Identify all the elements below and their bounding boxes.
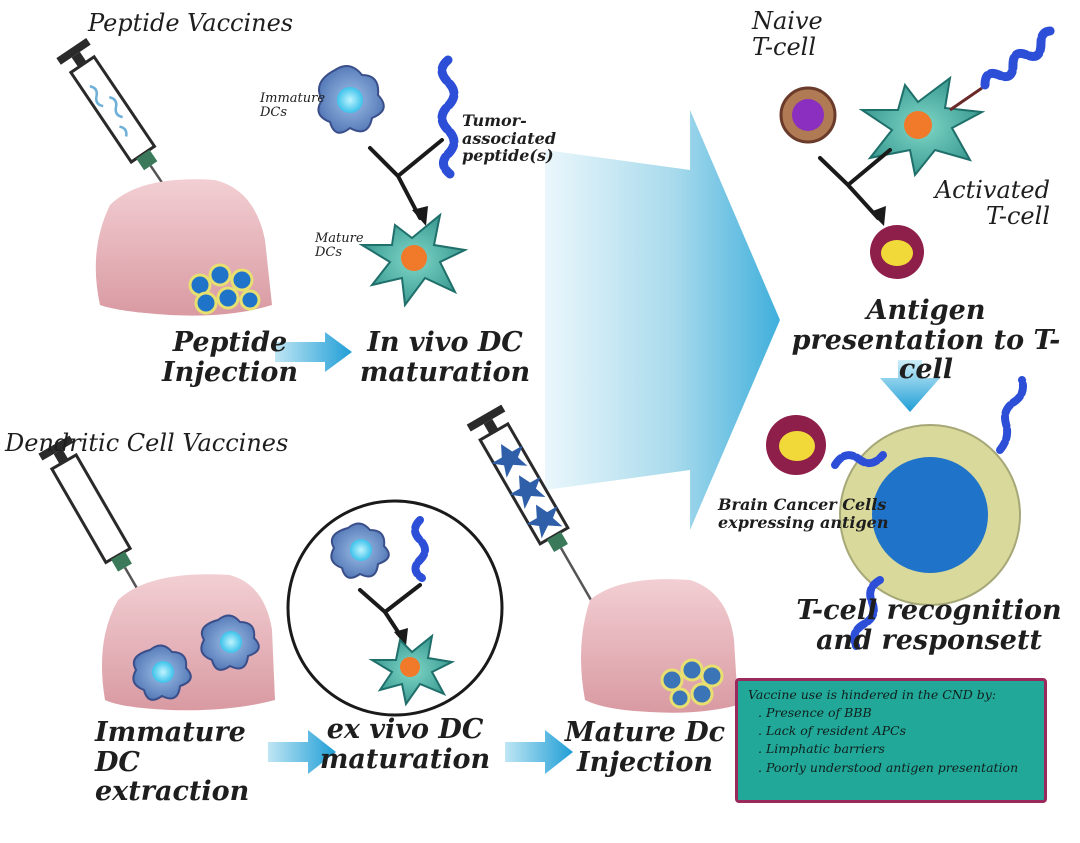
peptide-chain-exvivo — [411, 516, 429, 582]
arrow-peptide-to-invivo — [275, 332, 352, 372]
syringe-top-icon — [56, 37, 197, 233]
section-title-peptide-vaccines: Peptide Vaccines — [88, 9, 294, 37]
label-mature-dc-injection: Mature Dc Injection — [564, 717, 726, 778]
junction-top — [368, 138, 444, 220]
label-antigen-presentation: Antigen presentation to T-cell — [791, 295, 1061, 386]
label-in-vivo-maturation: In vivo DC maturation — [359, 327, 531, 388]
label-ex-vivo-maturation: ex vivo DC maturation — [319, 714, 491, 775]
note-item: Lack of resident APCs — [758, 722, 1034, 740]
arrow-down — [880, 360, 940, 412]
label-tcell-recognition: T-cell recognition and responsett — [796, 595, 1062, 656]
note-item: Limphatic barriers — [758, 740, 1034, 758]
arrow-exvivo-to-injection — [505, 730, 573, 774]
tissue-bottom-right — [581, 579, 738, 713]
peptide-cluster — [188, 263, 261, 315]
dc-cluster-injected — [660, 658, 724, 709]
cns-limitations-box: Vaccine use is hindered in the CND by: P… — [735, 678, 1047, 803]
note-list: Presence of BBB Lack of resident APCs Li… — [748, 704, 1034, 777]
section-title-dendritic-vaccines: Dendritic Cell Vaccines — [5, 429, 289, 457]
big-flow-arrow — [545, 110, 780, 530]
label-tumor-peptide: Tumor-associated peptide(s) — [462, 111, 556, 166]
label-naive-tcell: Naive T-cell — [752, 7, 823, 62]
label-peptide-injection: Peptide Injection — [161, 327, 298, 388]
label-immature-dcs: Immature DCs — [260, 91, 326, 121]
label-brain-cancer-cells: Brain Cancer Cells expressing antigen — [718, 495, 889, 532]
note-title: Vaccine use is hindered in the CND by: — [748, 687, 997, 702]
label-mature-dcs: Mature DCs — [315, 231, 364, 261]
peptide-chain-top — [437, 55, 459, 179]
peptide-chain-right — [980, 26, 1056, 90]
label-immature-dc-extraction: Immature DC extraction — [95, 717, 250, 808]
note-item: Poorly understood antigen presentation — [758, 759, 1034, 777]
label-activated-tcell: Activated T-cell — [934, 176, 1050, 231]
arrow-extract-to-exvivo — [268, 730, 336, 774]
junction-right — [818, 148, 892, 220]
note-item: Presence of BBB — [758, 704, 1034, 722]
